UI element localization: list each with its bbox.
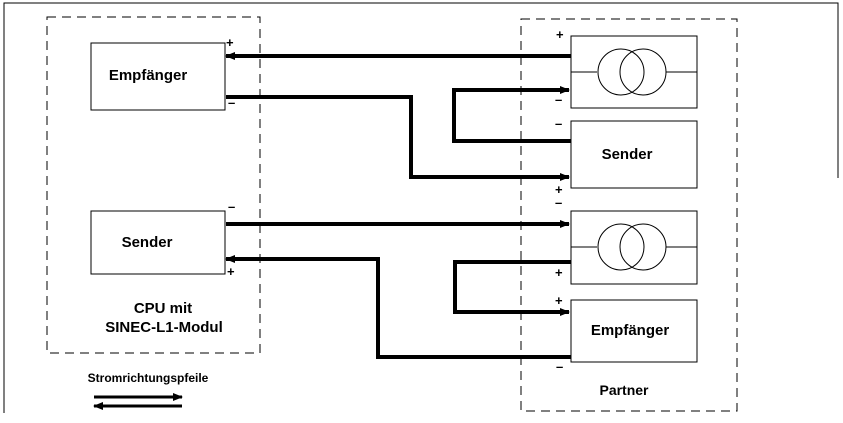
polarity-sign: + <box>555 182 563 197</box>
polarity-sign: + <box>556 27 564 42</box>
cpu-receiver-box <box>90 42 226 111</box>
wire-partner-sender-to-source <box>452 86 571 143</box>
cpu-group-border <box>46 16 261 354</box>
polarity-sign: – <box>228 95 235 110</box>
legend-arrows <box>93 393 183 410</box>
cpu-receiver-label: Empfänger <box>109 67 188 84</box>
wire-source-to-partner-receiver <box>453 260 571 316</box>
polarity-sign: + <box>227 264 235 279</box>
polarity-sign: + <box>555 265 563 280</box>
polarity-sign: – <box>555 195 562 210</box>
wire-partner-receiver-to-cpu-sender <box>225 255 571 359</box>
polarity-sign: – <box>228 199 235 214</box>
cpu-sender-box <box>90 210 226 275</box>
partner-receiver-box <box>570 299 698 363</box>
partner-group-border <box>520 18 738 412</box>
partner-receiver-label: Empfänger <box>591 322 670 339</box>
partner-caption: Partner <box>599 382 649 398</box>
outer-frame <box>3 2 839 413</box>
partner-sender-box <box>570 120 698 189</box>
cpu-caption-line2: SINEC-L1-Modul <box>105 319 223 336</box>
current-source-top-icon <box>571 48 697 96</box>
cpu-caption-line1: CPU mit <box>134 300 192 317</box>
polarity-sign: + <box>555 293 563 308</box>
wire-cpu-receiver-to-partner-sender <box>226 95 570 181</box>
current-source-bottom-icon <box>571 223 697 271</box>
polarity-sign: + <box>226 35 234 50</box>
polarity-sign: – <box>555 92 562 107</box>
cpu-sender-label: Sender <box>122 234 173 251</box>
legend-label: Stromrichtungspfeile <box>88 371 209 385</box>
polarity-sign: – <box>555 116 562 131</box>
polarity-sign: – <box>556 359 563 374</box>
partner-sender-label: Sender <box>602 146 653 163</box>
